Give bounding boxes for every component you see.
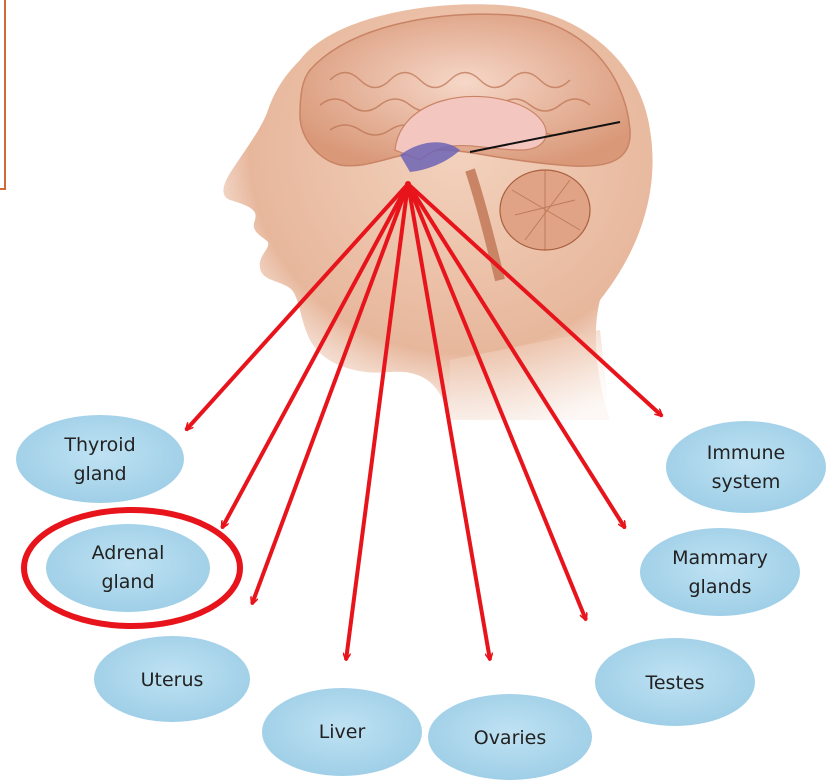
svg-text:gland: gland [73,463,126,485]
node-testes: Testes [595,638,755,726]
target-nodes: Thyroid gland Adrenal gland Uterus Liver… [16,415,826,780]
node-thyroid-gland: Thyroid gland [16,415,184,503]
svg-text:gland: gland [101,571,154,593]
svg-text:Ovaries: Ovaries [474,727,547,749]
svg-text:Immune: Immune [707,442,785,464]
svg-text:Thyroid: Thyroid [63,434,135,456]
node-mammary-glands: Mammary glands [640,528,800,616]
node-ovaries: Ovaries [428,694,592,780]
svg-text:Mammary: Mammary [672,547,768,569]
svg-text:Testes: Testes [644,672,704,694]
hypothalamus-origin-dot [405,181,411,187]
node-immune-system: Immune system [666,421,826,513]
node-uterus: Uterus [94,636,250,722]
svg-text:Adrenal: Adrenal [92,542,165,564]
node-adrenal-gland: Adrenal gland [46,524,210,612]
svg-text:Uterus: Uterus [141,669,204,691]
svg-text:glands: glands [689,576,752,598]
svg-text:system: system [712,471,781,493]
node-liver: Liver [262,688,422,776]
svg-text:Liver: Liver [319,721,366,743]
